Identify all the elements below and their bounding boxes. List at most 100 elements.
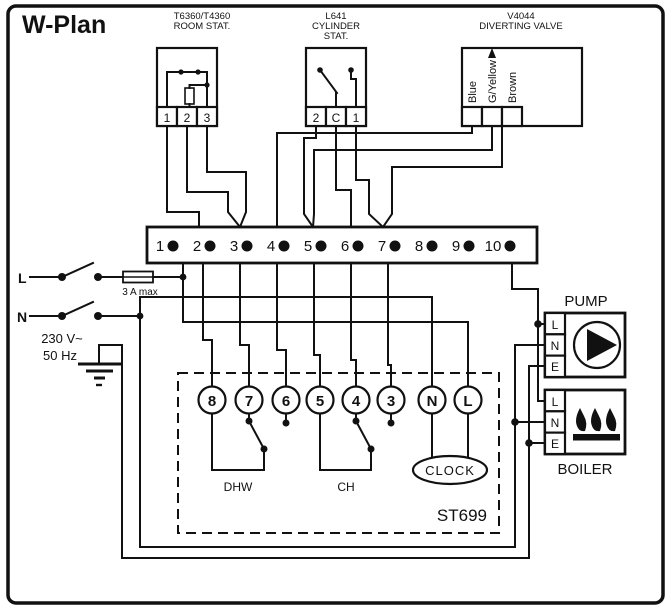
boiler-terminal-label: N <box>551 416 560 430</box>
ch-label: CH <box>337 480 354 494</box>
programmer-terminal-label: 4 <box>352 393 361 410</box>
live-switch-contact <box>94 273 102 281</box>
pump-terminal-label: L <box>552 318 559 332</box>
pump-terminal-label: E <box>551 360 559 374</box>
pump-terminal-E <box>543 354 567 379</box>
strip-terminal-dot <box>204 240 216 252</box>
mains-frequency-label: 50 Hz <box>43 348 77 363</box>
earth-arrow-icon <box>488 48 496 58</box>
valve-terminal-blue <box>460 105 484 128</box>
wire-roomstat3-strip3 <box>206 125 247 229</box>
cylinder-stat-switch-blade <box>318 68 339 95</box>
diverting-valve: V4044 DIVERTING VALVE Blue G/Yellow Brow… <box>460 11 584 128</box>
strip-terminal-dot <box>167 240 179 252</box>
strip-terminal-dot <box>389 240 401 252</box>
wire-strip3-prog7 <box>239 262 250 387</box>
valve-wire-label-blue: Blue <box>467 81 479 103</box>
wire-strip5-prog5 <box>313 262 321 387</box>
programmer-terminal-label: N <box>427 393 438 410</box>
strip-terminal-dot <box>504 240 516 252</box>
strip-terminal-number: 7 <box>378 238 386 255</box>
strip-terminal-dot <box>352 240 364 252</box>
valve-terminal-gyellow <box>480 105 504 128</box>
strip-terminal-number: 5 <box>304 238 312 255</box>
ch-bracket-wire <box>319 412 372 471</box>
programmer-terminal-label: 3 <box>387 393 395 410</box>
room-stat-model: T6360/T4360 <box>174 11 231 22</box>
room-stat-terminal-3-label: 3 <box>204 111 211 125</box>
wire-cyl2-strip5 <box>303 125 317 229</box>
pump: PUMP L N E <box>543 293 627 379</box>
diverting-valve-model: V4044 <box>507 11 534 22</box>
wire-valve-brown-strip7 <box>381 125 503 229</box>
wiring-top <box>166 125 503 229</box>
pump-label: PUMP <box>564 293 607 310</box>
cylinder-stat-model: L641 <box>325 11 346 22</box>
dhw-bracket-wire <box>211 412 265 471</box>
wire-roomstat1-strip2 <box>166 125 200 228</box>
cylinder-stat-t1-lead <box>350 69 357 108</box>
diverting-valve-name: DIVERTING VALVE <box>479 21 562 32</box>
mains-supply: L N 3 A max 230 V~ 50 Hz <box>17 261 187 387</box>
room-stat-terminal-2-label: 2 <box>184 111 191 125</box>
programmer-dashed-box <box>177 372 500 534</box>
wire-boiler-L <box>537 323 546 402</box>
strip-terminal-dot <box>278 240 290 252</box>
cylinder-stat: L641 CYLINDER STAT. 2 C 1 <box>304 11 368 128</box>
strip-terminal-dot <box>463 240 475 252</box>
strip-terminal-dot <box>241 240 253 252</box>
wire-cyl1-strip7 <box>355 125 385 229</box>
dhw-switch-blade <box>247 419 266 451</box>
strip-terminal-dot <box>426 240 438 252</box>
programmer-st699: 8 7 6 5 4 3 N L DHW CH CLOCK ST699 <box>177 372 500 534</box>
wire-strip2-prog8 <box>202 262 213 387</box>
strip-terminal-number: 1 <box>156 238 164 255</box>
room-stat-contact-dot <box>195 69 201 75</box>
mains-live-label: L <box>18 270 27 286</box>
boiler-label: BOILER <box>557 461 612 478</box>
boiler-flames-icon <box>573 408 620 441</box>
wire-valve-blue-strip4 <box>276 125 473 228</box>
wire-live-programmer-L <box>182 276 469 387</box>
clock-ellipse <box>411 454 489 486</box>
wire-roomstat2-strip3 <box>186 125 242 229</box>
live-switch-blade <box>60 261 95 279</box>
room-stat: T6360/T4360 ROOM STAT. 1 2 3 <box>155 11 231 128</box>
strip-terminal-number: 9 <box>452 238 460 255</box>
valve-terminal-brown <box>500 105 524 128</box>
cylinder-stat-name-1: CYLINDER <box>312 21 360 32</box>
strip-terminal-number: 2 <box>193 238 201 255</box>
wire-strip4-prog6 <box>276 262 287 387</box>
cylinder-stat-name-2: STAT. <box>324 31 348 42</box>
strip-terminal-number: 6 <box>341 238 349 255</box>
ch-switch-blade <box>354 419 373 451</box>
programmer-model-label: ST699 <box>437 506 487 525</box>
pump-rotor-icon <box>587 329 617 361</box>
prog3-contact <box>387 419 395 427</box>
cylinder-stat-terminal-c-label: C <box>332 111 341 125</box>
cylinder-stat-terminal-1-label: 1 <box>353 111 360 125</box>
strip-terminal-number: 4 <box>267 238 275 255</box>
valve-wire-label-gyellow: G/Yellow <box>487 60 499 103</box>
wire-earth-loop-pump <box>98 344 546 559</box>
strip-terminal-dot <box>315 240 327 252</box>
neutral-switch-contact <box>94 312 102 320</box>
room-stat-contact-dot <box>178 69 184 75</box>
wire-strip7-prog3 <box>387 262 392 387</box>
wire-neutral-loop-pump <box>139 315 546 548</box>
prog6-contact <box>282 419 290 427</box>
room-stat-resistor-link <box>188 84 208 89</box>
strip-terminal-number: 3 <box>230 238 238 255</box>
programmer-terminal-label: 7 <box>245 393 253 410</box>
room-stat-terminal-1-label: 1 <box>164 111 171 125</box>
boiler: L N E BOILER <box>543 388 627 478</box>
pump-terminal-label: N <box>551 339 560 353</box>
terminal-strip: 1 2 3 4 5 6 7 8 9 10 <box>145 225 539 265</box>
valve-wire-label-brown: Brown <box>507 72 519 103</box>
wire-valve-gyellow-strip5 <box>311 125 493 229</box>
room-stat-name: ROOM STAT. <box>174 21 231 32</box>
programmer-terminal-label: 5 <box>316 393 324 410</box>
mains-voltage-label: 230 V~ <box>41 331 83 346</box>
